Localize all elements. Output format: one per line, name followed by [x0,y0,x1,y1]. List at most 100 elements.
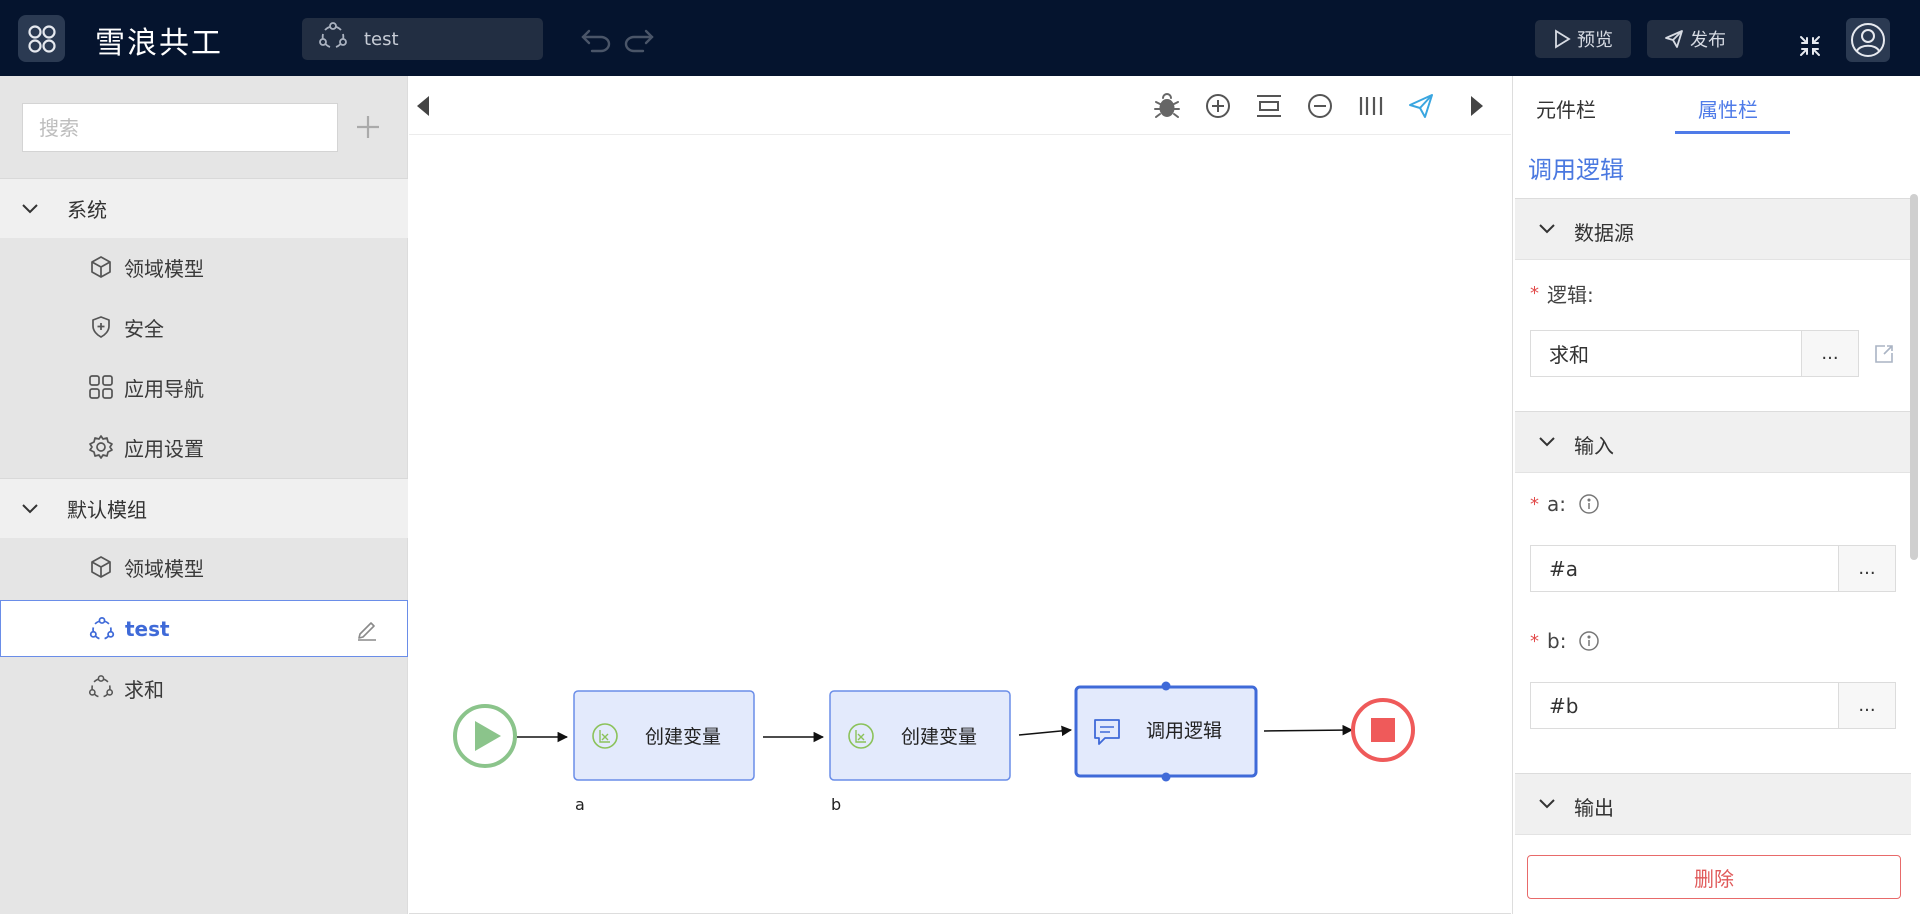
connector-handle[interactable] [1161,772,1171,782]
sidebar-item-label: 领域模型 [124,556,204,581]
section-header-output[interactable]: 输出 [1515,773,1911,835]
flow-icon [318,22,348,56]
sidebar-item-domain-model-2[interactable]: 领域模型 [0,538,408,596]
sidebar-item-app-settings[interactable]: 应用设置 [0,418,408,476]
user-avatar-icon[interactable] [1846,18,1890,62]
preview-button[interactable]: 预览 [1535,20,1631,58]
flow-icon [88,675,114,701]
sidebar-item-label: 领域模型 [124,256,204,281]
cube-icon [88,254,114,280]
sidebar-item-label: 应用设置 [124,436,204,461]
create-variable-icon [592,723,618,749]
input-b-field[interactable]: #b ... [1530,682,1896,729]
left-sidebar: 系统 领域模型 安全 应用导航 应用设置 默认模组 领域模型 [0,76,408,914]
flow-diagram: 创建变量 a 创建变量 b 调用逻辑 [453,681,1415,814]
flow-node-label: 创建变量 [645,726,721,748]
sidebar-item-label: 求和 [124,677,164,702]
delete-button[interactable]: 删除 [1527,855,1901,899]
preview-label: 预览 [1577,30,1613,51]
flow-node-caption: b [831,795,841,814]
flow-icon [89,617,115,643]
flow-node-create-variable-a[interactable]: 创建变量 [573,690,755,781]
sidebar-item-test[interactable]: test [0,600,408,657]
app-title: 雪浪共工 [95,26,223,61]
end-node[interactable] [1351,698,1415,762]
input-b-more-button[interactable]: ... [1838,683,1895,728]
document-name: test [364,28,399,50]
input-a-field[interactable]: #a ... [1530,545,1896,592]
flow-node-create-variable-b[interactable]: 创建变量 [829,690,1011,781]
chat-icon [1094,719,1120,745]
search-input[interactable] [22,103,338,152]
section-label: 输出 [1574,796,1614,820]
sidebar-item-security[interactable]: 安全 [0,298,408,356]
section-label: 输入 [1574,434,1614,458]
property-panel: 元件栏 属性栏 调用逻辑 数据源 * 逻辑: 求和 ... 输入 * a: #a… [1512,76,1920,914]
collapse-left-icon[interactable] [409,90,437,122]
section-header-input[interactable]: 输入 [1515,411,1911,473]
collapse-right-icon[interactable] [1463,90,1491,122]
sidebar-item-sum[interactable]: 求和 [0,659,408,717]
logic-field-label: * 逻辑: [1530,279,1594,308]
sidebar-item-label: 应用导航 [124,376,204,401]
flow-node-caption: a [575,795,585,814]
grid-icon [88,374,114,400]
publish-label: 发布 [1690,30,1726,51]
fit-view-icon[interactable] [1253,90,1285,122]
undo-icon[interactable] [579,23,613,57]
play-outline-icon [1555,29,1571,49]
logic-field[interactable]: 求和 ... [1530,330,1859,377]
logic-more-button[interactable]: ... [1801,331,1858,376]
send-icon[interactable] [1405,90,1437,122]
group-header-default-module[interactable]: 默认模组 [0,478,408,538]
zoom-out-icon[interactable] [1304,90,1336,122]
group-label: 系统 [67,198,107,222]
top-header: 雪浪共工 test 预览 发布 [0,0,1920,76]
logic-value: 求和 [1549,343,1589,367]
redo-icon[interactable] [622,23,656,57]
info-icon[interactable] [1578,630,1600,652]
debug-bug-icon[interactable] [1151,90,1183,122]
sidebar-item-app-navigation[interactable]: 应用导航 [0,358,408,416]
input-a-label-text: a: [1547,492,1566,516]
start-node[interactable] [453,704,517,768]
app-grid-icon[interactable] [18,15,65,62]
add-icon[interactable] [350,109,386,145]
open-link-icon[interactable] [1870,340,1898,368]
flow-node-call-logic[interactable]: 调用逻辑 [1074,681,1258,782]
chevron-down-icon [1539,437,1555,447]
flow-edge [1018,725,1073,737]
sidebar-item-label: test [125,616,170,641]
section-header-datasource[interactable]: 数据源 [1515,198,1911,260]
zoom-in-icon[interactable] [1202,90,1234,122]
group-header-system[interactable]: 系统 [0,178,408,238]
info-icon[interactable] [1578,493,1600,515]
input-b-label-text: b: [1547,629,1567,653]
fullscreen-icon[interactable] [1797,33,1823,59]
create-variable-icon [848,723,874,749]
required-asterisk: * [1530,630,1539,652]
flow-canvas[interactable]: 创建变量 a 创建变量 b 调用逻辑 [409,76,1511,914]
tab-properties[interactable]: 属性栏 [1698,98,1758,122]
play-icon [475,721,501,751]
panel-title: 调用逻辑 [1528,156,1624,184]
active-tab-indicator [1675,131,1790,134]
input-a-value: #a [1549,556,1579,581]
section-label: 数据源 [1574,221,1634,245]
stop-icon [1371,718,1395,742]
edit-pencil-icon[interactable] [354,617,380,643]
input-a-label: * a: [1530,492,1600,516]
gear-icon [88,434,114,460]
current-document-pill[interactable]: test [302,18,543,60]
align-icon[interactable] [1355,90,1387,122]
publish-button[interactable]: 发布 [1647,20,1743,58]
tab-components[interactable]: 元件栏 [1536,98,1596,122]
chevron-down-icon [1539,799,1555,809]
logic-label-text: 逻辑: [1547,283,1594,307]
flow-node-label: 创建变量 [901,726,977,748]
sidebar-item-domain-model[interactable]: 领域模型 [0,238,408,296]
canvas-toolbar [409,76,1511,135]
connector-handle[interactable] [1161,681,1171,691]
panel-scrollbar[interactable] [1910,194,1918,560]
input-a-more-button[interactable]: ... [1838,546,1895,591]
